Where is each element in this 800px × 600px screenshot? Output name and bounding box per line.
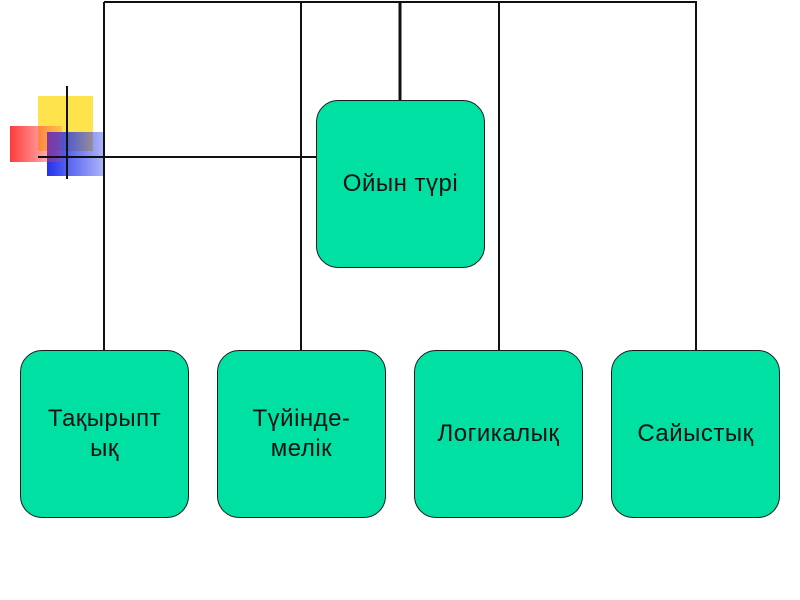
child-node-key: Түйінде- мелік: [217, 350, 386, 518]
decorative-squares: [10, 86, 105, 179]
child-node-competitive: Сайыстық: [611, 350, 780, 518]
root-node-label: Ойын түрі: [342, 170, 459, 197]
root-node: Ойын түрі: [316, 100, 485, 268]
child-node-label: Түйінде- мелік: [252, 405, 351, 462]
child-node-thematic: Тақырыпт ық: [20, 350, 189, 518]
child-node-label: Тақырыпт ық: [47, 405, 162, 462]
child-node-label: Сайыстық: [637, 420, 754, 447]
child-node-label: Логикалық: [437, 420, 560, 447]
child-node-logical: Логикалық: [414, 350, 583, 518]
